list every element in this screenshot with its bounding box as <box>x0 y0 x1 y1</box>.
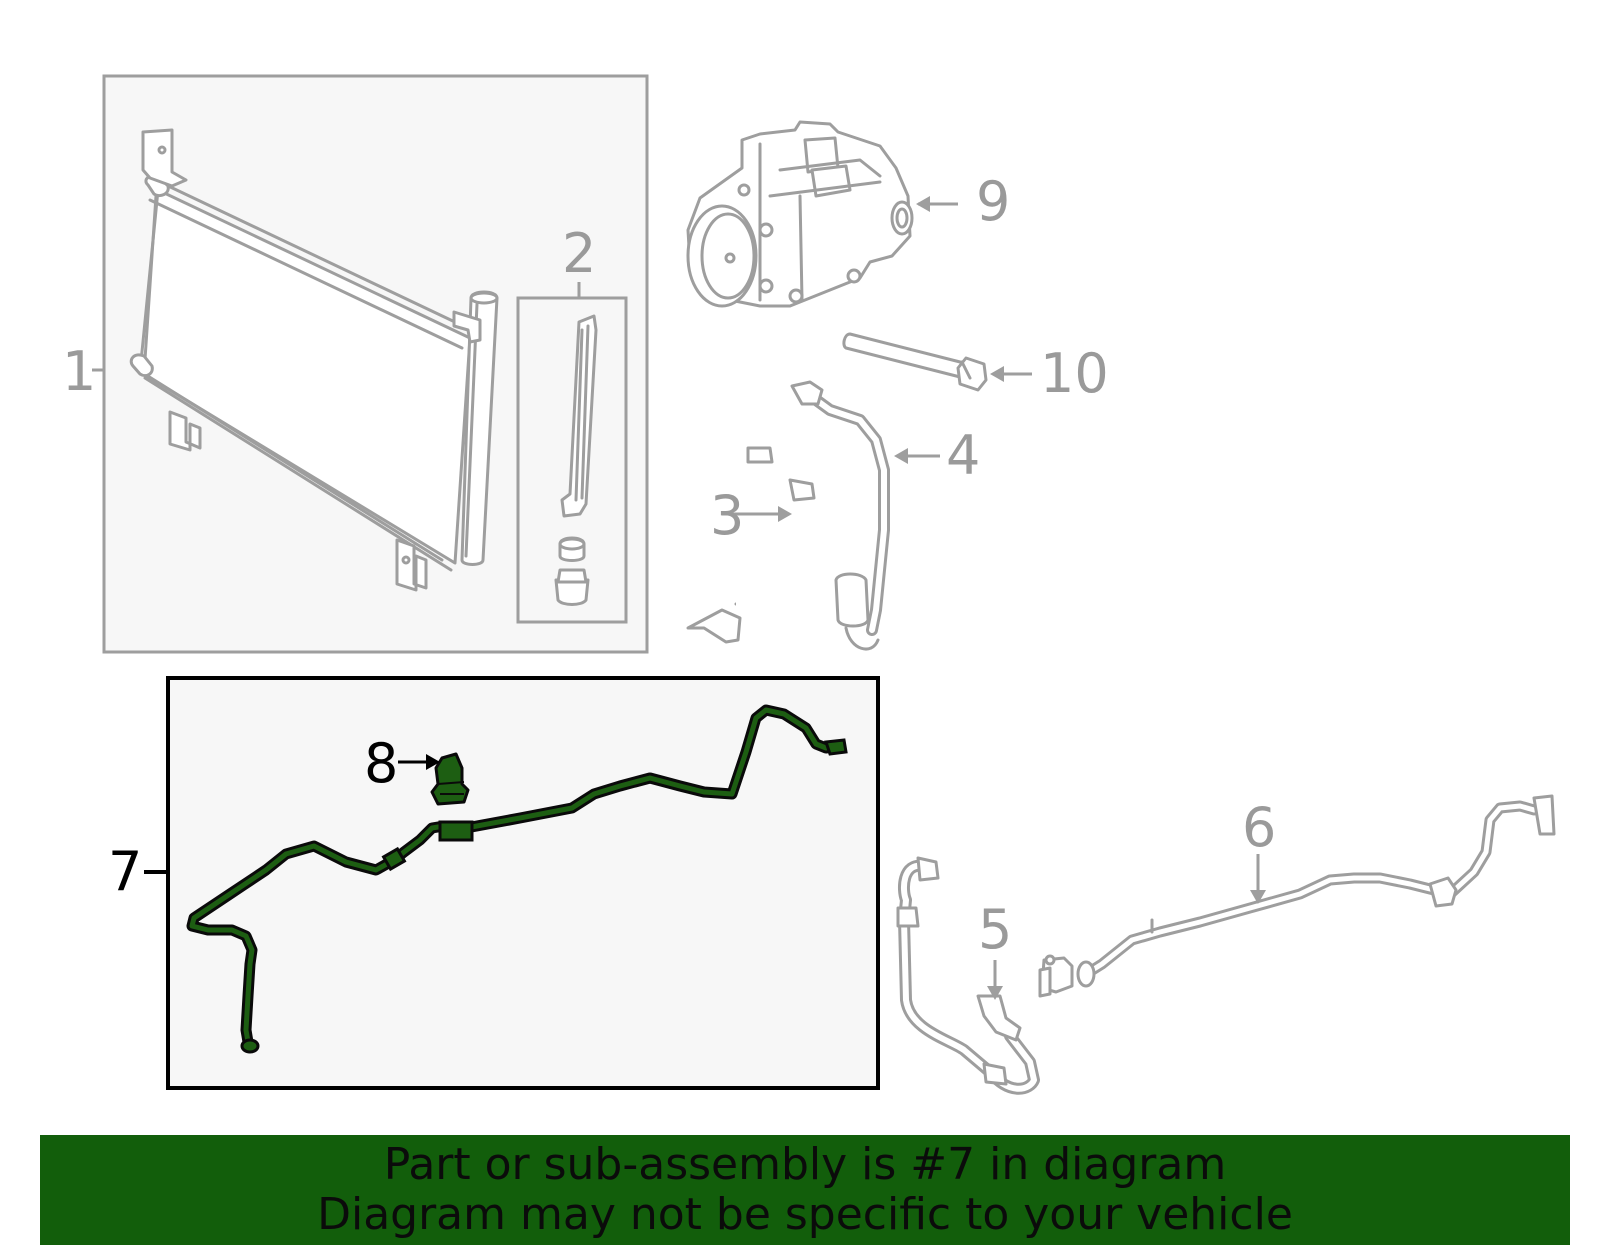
suction-line-part[interactable]: 3 <box>686 446 817 644</box>
bolt-part[interactable]: 10 <box>842 332 1109 405</box>
liquid-line-icon <box>186 704 848 1054</box>
suction-line-icon <box>686 446 817 644</box>
bolt-icon <box>842 332 988 392</box>
callout-8: 8 <box>364 732 398 795</box>
callout-6: 6 <box>1242 796 1276 859</box>
banner-line-2: Diagram may not be specific to your vehi… <box>317 1189 1293 1240</box>
compressor-icon <box>686 120 914 308</box>
banner-line-1: Part or sub-assembly is #7 in diagram <box>383 1139 1227 1190</box>
banner-background <box>40 1135 1570 1245</box>
liquid-hose-icon <box>896 856 1040 1095</box>
rear-line-icon <box>1038 794 1556 998</box>
info-banner: Part or sub-assembly is #7 in diagram Di… <box>40 1135 1570 1245</box>
discharge-hose-part[interactable]: 4 <box>790 380 980 651</box>
desiccant-panel[interactable]: 2 <box>516 222 628 624</box>
liquid-line-panel[interactable]: 7 8 <box>108 676 880 1090</box>
callout-9: 9 <box>976 170 1010 233</box>
callout-2: 2 <box>562 222 596 285</box>
callout-7: 7 <box>108 840 142 903</box>
liquid-hose-part[interactable]: 5 <box>896 856 1040 1095</box>
condenser-icon <box>129 128 499 592</box>
discharge-hose-icon <box>790 380 890 651</box>
desiccant-icon <box>554 314 598 606</box>
callout-4: 4 <box>946 424 980 487</box>
compressor-part[interactable]: 9 <box>686 120 1010 308</box>
pressure-switch-icon <box>430 752 470 806</box>
callout-1: 1 <box>62 340 96 403</box>
callout-5: 5 <box>978 898 1012 961</box>
liquid-line-box <box>166 676 880 1090</box>
callout-3: 3 <box>710 484 744 547</box>
callout-10: 10 <box>1040 342 1109 405</box>
rear-line-part[interactable]: 6 <box>1038 794 1556 998</box>
pressure-switch-part[interactable]: 8 <box>364 732 470 806</box>
